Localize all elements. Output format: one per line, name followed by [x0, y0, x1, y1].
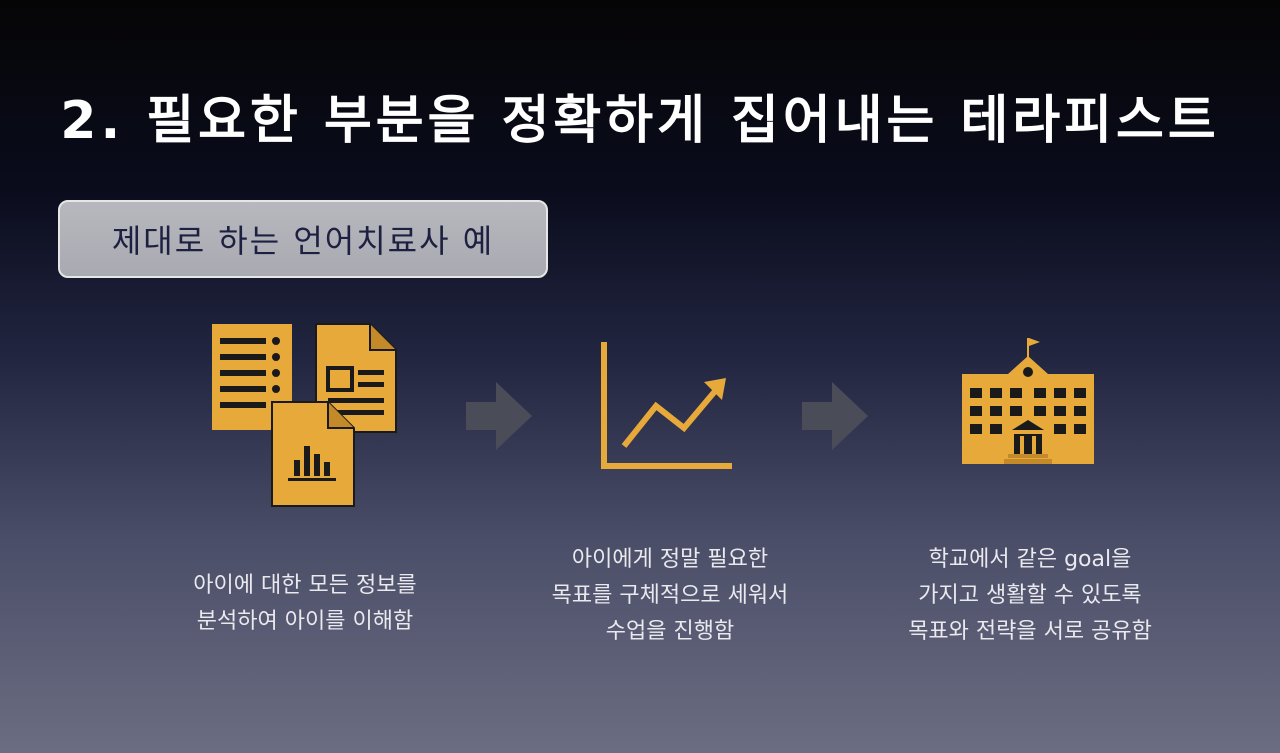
growth-chart-icon: [601, 342, 732, 469]
step-caption-school: 학교에서 같은 goal을 가지고 생활할 수 있도록 목표와 전략을 서로 공…: [875, 542, 1185, 650]
step-caption-goals: 아이에게 정말 필요한 목표를 구체적으로 세워서 수업을 진행함: [515, 542, 825, 650]
subtitle-text: 제대로 하는 언어치료사 예: [111, 222, 495, 260]
caption-line: 수업을 진행함: [605, 619, 735, 644]
school-building-icon: [962, 338, 1094, 464]
caption-line: 가지고 생활할 수 있도록: [918, 583, 1142, 608]
caption-line: 분석하여 아이를 이해함: [196, 609, 414, 634]
caption-line: 아이에 대한 모든 정보를: [193, 573, 417, 598]
caption-line: 목표와 전략을 서로 공유함: [908, 619, 1152, 644]
arrow-right-icon: [466, 382, 532, 450]
arrow-right-icon: [802, 382, 868, 450]
step-caption-analysis: 아이에 대한 모든 정보를 분석하여 아이를 이해함: [150, 568, 460, 640]
caption-line: 아이에게 정말 필요한: [571, 547, 769, 572]
caption-line: 목표를 구체적으로 세워서: [551, 583, 789, 608]
slide-title: 2. 필요한 부분을 정확하게 집어내는 테라피스트: [60, 91, 1220, 151]
documents-analysis-icon: [212, 323, 397, 507]
caption-line: 학교에서 같은 goal을: [928, 547, 1132, 572]
subtitle-box: 제대로 하는 언어치료사 예: [58, 200, 548, 278]
